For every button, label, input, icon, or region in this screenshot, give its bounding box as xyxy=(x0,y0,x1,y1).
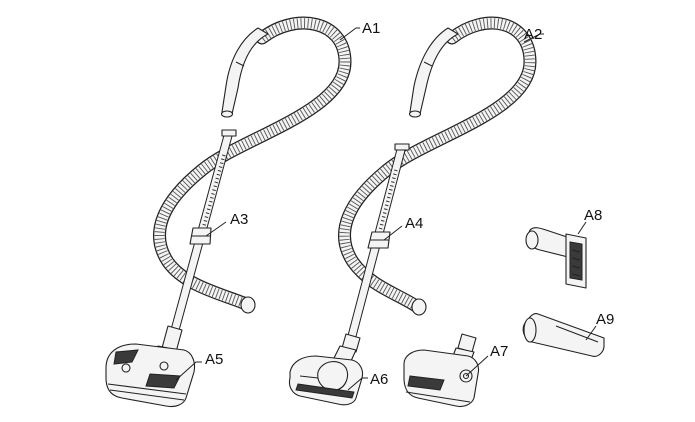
label-a4: A4 xyxy=(405,215,423,232)
label-a5: A5 xyxy=(205,351,223,368)
hose-end-a1 xyxy=(240,296,256,314)
label-a7: A7 xyxy=(490,343,508,360)
hose-a2 xyxy=(338,16,537,316)
label-a6: A6 xyxy=(370,371,388,388)
label-a2: A2 xyxy=(524,26,542,43)
label-a9: A9 xyxy=(596,311,614,328)
extension-tube-a3 xyxy=(170,129,237,332)
floor-nozzle-a5 xyxy=(105,325,196,408)
extension-tube-a4 xyxy=(347,143,410,338)
crevice-tool-a9 xyxy=(522,312,605,357)
label-a3: A3 xyxy=(230,211,248,228)
floor-nozzle-a7 xyxy=(403,333,480,408)
hose-end-a2 xyxy=(411,298,427,316)
label-a1: A1 xyxy=(362,20,380,37)
leader-lines xyxy=(175,27,597,391)
dusting-brush-a8 xyxy=(525,227,587,289)
label-a8: A8 xyxy=(584,207,602,224)
floor-nozzle-a6 xyxy=(288,333,364,406)
